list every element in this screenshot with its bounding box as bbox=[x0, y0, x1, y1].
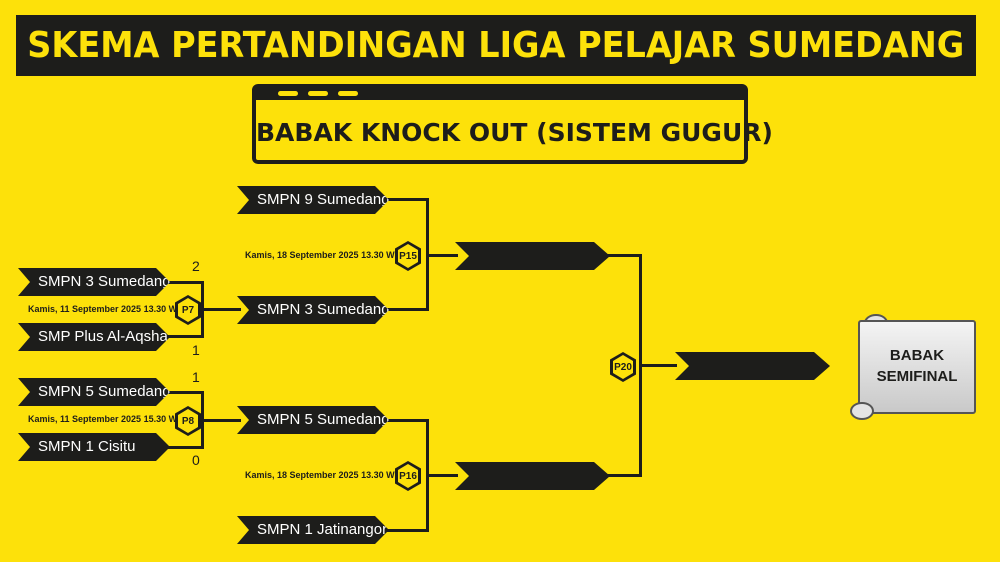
play-arrow-icon bbox=[21, 441, 30, 453]
connector-line bbox=[426, 254, 458, 257]
play-arrow-icon bbox=[21, 276, 30, 288]
score: 0 bbox=[192, 452, 200, 468]
team-name: SMPN 5 Sumedang bbox=[257, 411, 390, 428]
match-schedule: Kamis, 18 September 2025 13.30 WIB bbox=[245, 470, 404, 480]
scroll-curl bbox=[850, 402, 874, 420]
play-arrow-icon bbox=[678, 360, 687, 372]
connector-line bbox=[385, 419, 429, 422]
match-code: P8 bbox=[178, 409, 198, 433]
team-slot: SMPN 1 Cisitu bbox=[18, 433, 170, 461]
score: 2 bbox=[192, 258, 200, 274]
team-slot: SMPN 5 Sumedang bbox=[18, 378, 170, 406]
play-arrow-icon bbox=[240, 414, 249, 426]
connector-line bbox=[165, 391, 203, 394]
team-name: SMPN 5 Sumedang bbox=[38, 383, 171, 400]
match-code: P16 bbox=[398, 464, 418, 488]
match-code-badge: P15 bbox=[395, 241, 421, 271]
match-code: P15 bbox=[398, 244, 418, 268]
winner-slot bbox=[455, 242, 610, 270]
header-dot bbox=[278, 91, 298, 96]
match-schedule: Kamis, 11 September 2025 15.30 WIB bbox=[28, 414, 187, 424]
score: 1 bbox=[192, 369, 200, 385]
semifinal-scroll: BABAK SEMIFINAL bbox=[850, 312, 986, 420]
play-arrow-icon bbox=[240, 194, 249, 206]
team-name: SMPN 1 Cisitu bbox=[38, 438, 136, 455]
connector-line bbox=[165, 446, 203, 449]
team-name: SMP Plus Al-Aqsha bbox=[38, 328, 168, 345]
team-slot: SMPN 5 Sumedang bbox=[237, 406, 389, 434]
winner-slot bbox=[675, 352, 830, 380]
team-slot: SMPN 3 Sumedang bbox=[18, 268, 170, 296]
team-name: SMPN 3 Sumedang bbox=[38, 273, 171, 290]
winner-slot bbox=[455, 462, 610, 490]
connector-line bbox=[201, 308, 241, 311]
play-arrow-icon bbox=[240, 524, 249, 536]
match-code-badge: P8 bbox=[175, 406, 201, 436]
team-slot: SMP Plus Al-Aqsha bbox=[18, 323, 170, 351]
connector-line bbox=[165, 335, 203, 338]
connector-line bbox=[385, 308, 429, 311]
match-schedule: Kamis, 11 September 2025 13.30 WIB bbox=[28, 304, 187, 314]
connector-line bbox=[201, 419, 241, 422]
match-code-badge: P16 bbox=[395, 461, 421, 491]
play-arrow-icon bbox=[458, 470, 467, 482]
connector-line bbox=[165, 281, 203, 284]
connector-line bbox=[385, 198, 429, 201]
match-schedule: Kamis, 18 September 2025 13.30 WIB bbox=[245, 250, 404, 260]
header-dot bbox=[338, 91, 358, 96]
round-box-header bbox=[256, 88, 744, 100]
team-slot: SMPN 3 Sumedang bbox=[237, 296, 389, 324]
page-title: SKEMA PERTANDINGAN LIGA PELAJAR SUMEDANG bbox=[27, 25, 965, 66]
team-name: SMPN 1 Jatinangor bbox=[257, 521, 388, 538]
match-code-badge: P20 bbox=[610, 352, 636, 382]
match-code: P7 bbox=[178, 298, 198, 322]
connector-line bbox=[426, 474, 458, 477]
connector-line bbox=[385, 529, 429, 532]
play-arrow-icon bbox=[21, 331, 30, 343]
score: 1 bbox=[192, 342, 200, 358]
play-arrow-icon bbox=[458, 250, 467, 262]
title-bar: SKEMA PERTANDINGAN LIGA PELAJAR SUMEDANG bbox=[16, 15, 976, 76]
scroll-body bbox=[858, 320, 976, 414]
play-arrow-icon bbox=[240, 304, 249, 316]
round-title: BABAK KNOCK OUT (SISTEM GUGUR) bbox=[256, 118, 773, 147]
round-box: BABAK KNOCK OUT (SISTEM GUGUR) bbox=[252, 84, 773, 164]
team-slot: SMPN 1 Jatinangor bbox=[237, 516, 389, 544]
connector-line bbox=[600, 474, 642, 477]
team-slot: SMPN 9 Sumedang bbox=[237, 186, 389, 214]
team-name: SMPN 3 Sumedang bbox=[257, 301, 390, 318]
connector-line bbox=[600, 254, 642, 257]
header-dot bbox=[308, 91, 328, 96]
match-code-badge: P7 bbox=[175, 295, 201, 325]
match-code: P20 bbox=[613, 355, 633, 379]
team-name: SMPN 9 Sumedang bbox=[257, 191, 390, 208]
connector-line bbox=[639, 364, 677, 367]
play-arrow-icon bbox=[21, 386, 30, 398]
next-round-label: BABAK SEMIFINAL bbox=[876, 347, 958, 385]
